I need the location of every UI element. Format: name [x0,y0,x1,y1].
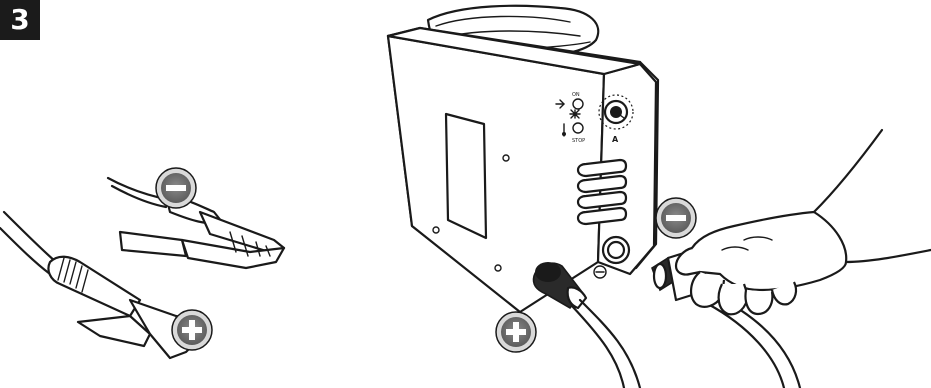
svg-text:ON: ON [572,92,580,98]
negative-polarity-icon [155,167,197,209]
welder-unit-icon: ON STOP A [386,4,660,388]
negative-polarity-icon [655,197,697,239]
hand-icon [674,128,931,316]
svg-text:A: A [612,135,619,144]
ground-clamp-icon [106,176,286,270]
positive-polarity-icon [495,311,537,353]
electrode-holder-icon [0,210,193,360]
svg-text:STOP: STOP [572,138,585,144]
step-number-badge: 3 [0,0,40,40]
positive-polarity-icon [171,309,213,351]
